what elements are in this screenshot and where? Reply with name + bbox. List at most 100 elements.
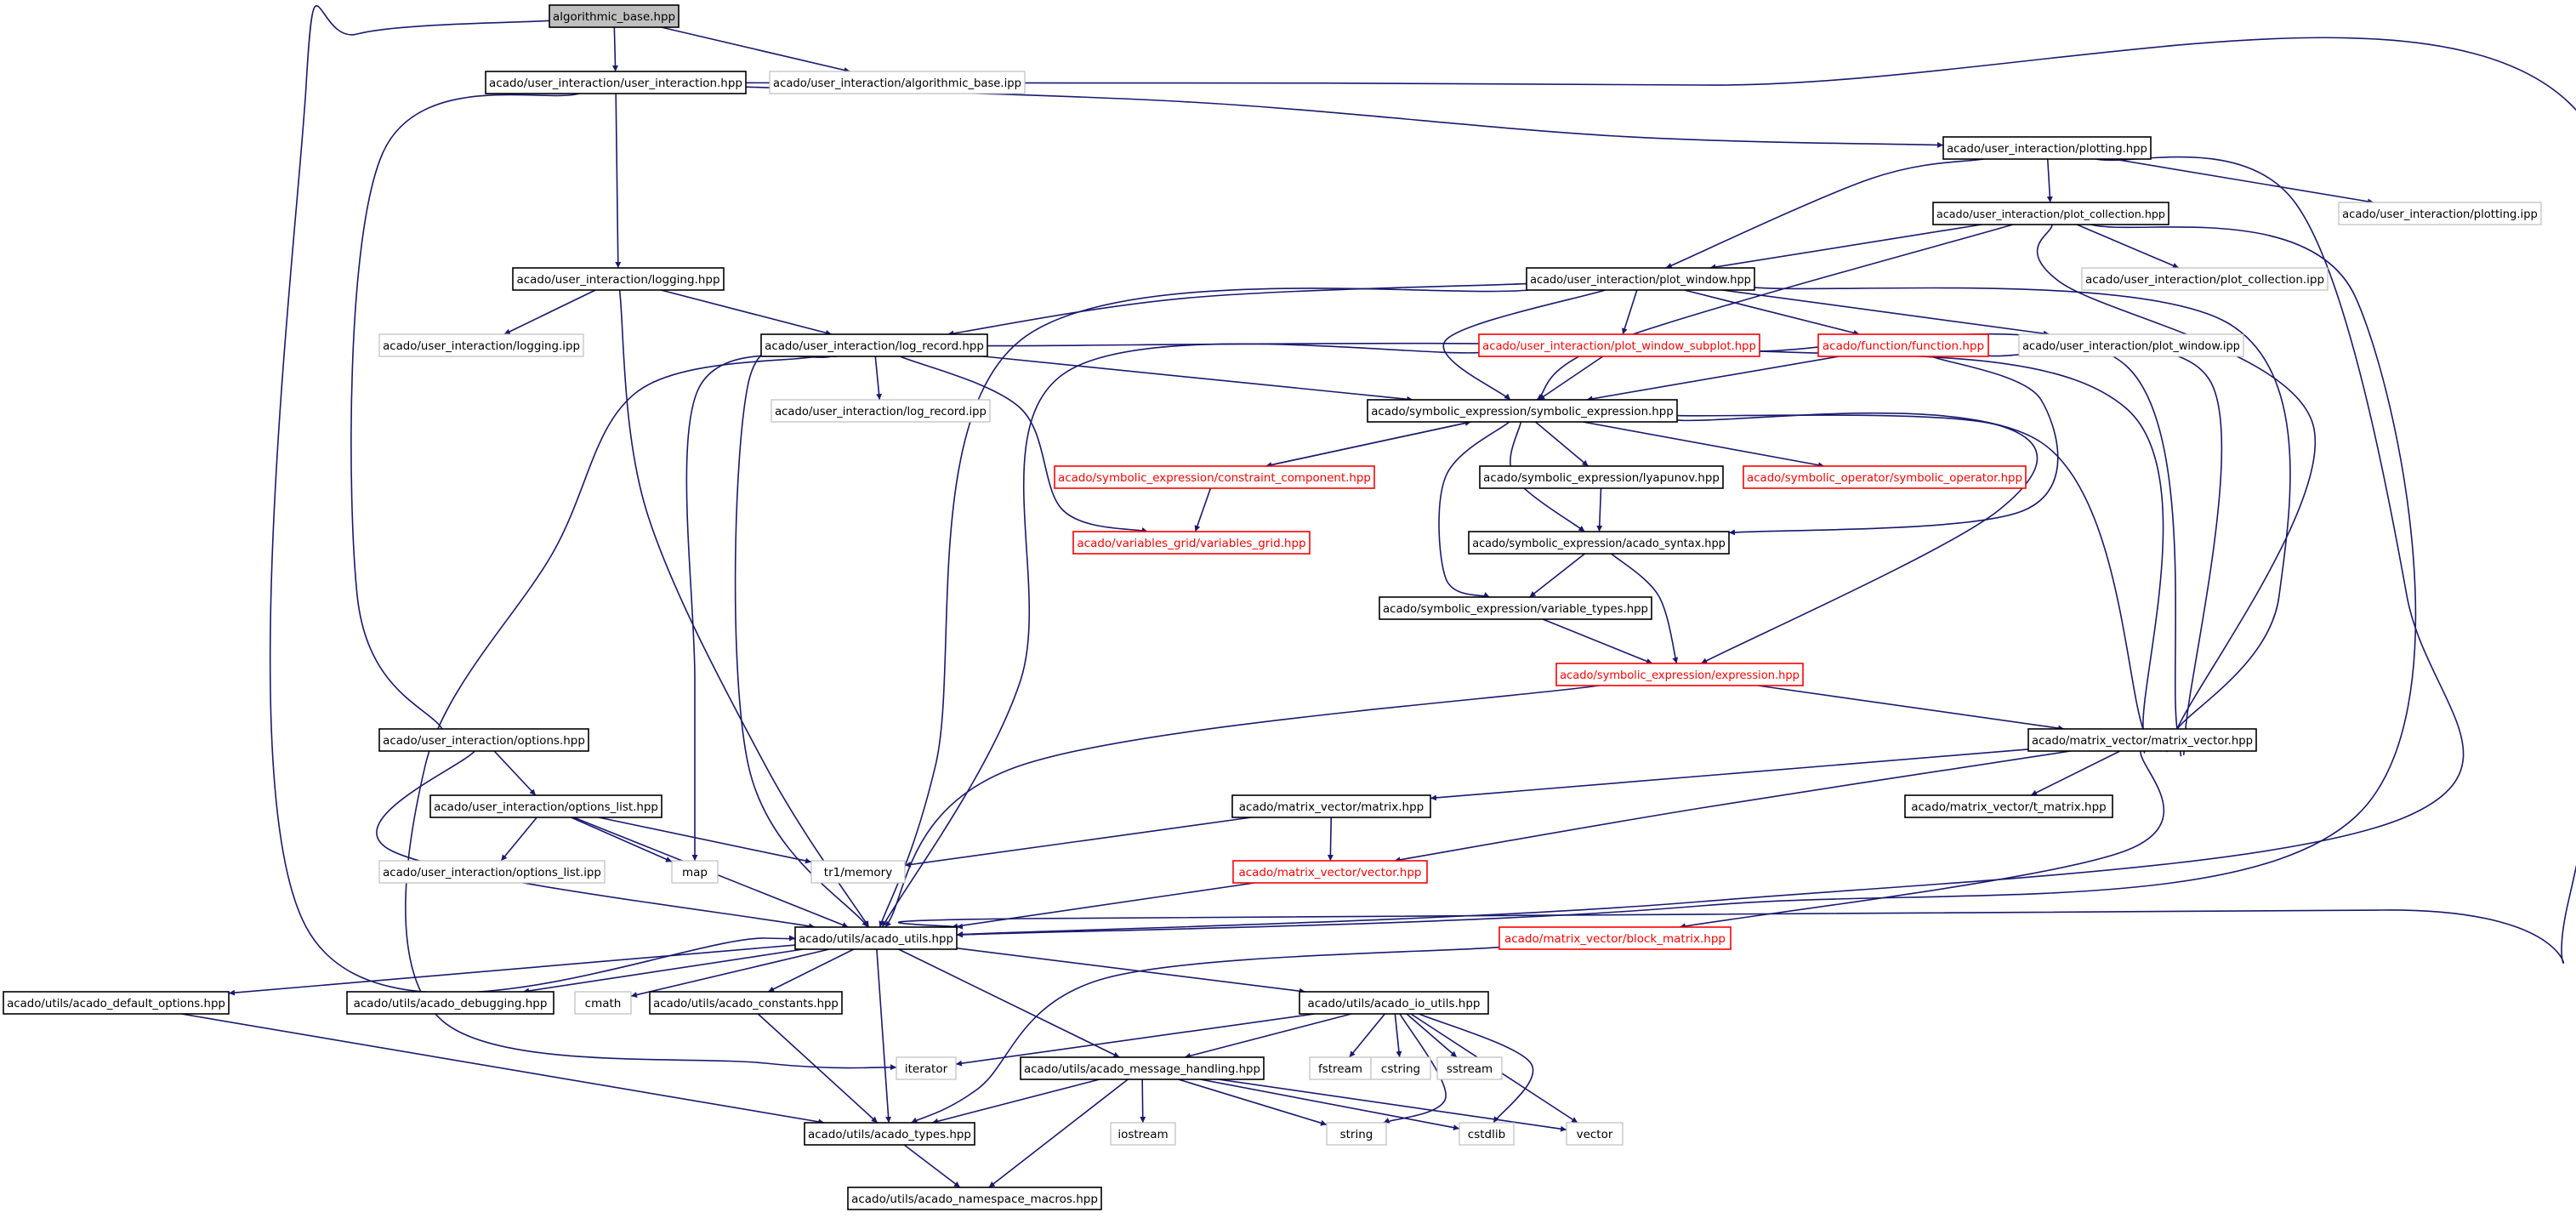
- edge-plotting_hpp-to-acado_utils_hpp: [956, 156, 2465, 937]
- node-label: acado/symbolic_operator/symbolic_operato…: [1747, 472, 2022, 485]
- edge-symbolic_expression_hpp-to-expression_hpp: [1676, 414, 2039, 664]
- node-symbolic_expression_hpp[interactable]: acado/symbolic_expression/symbolic_expre…: [1367, 399, 1678, 423]
- node-label: acado/utils/acado_default_options.hpp: [7, 998, 225, 1010]
- node-matrix_hpp[interactable]: acado/matrix_vector/matrix.hpp: [1231, 794, 1431, 818]
- node-acado_message_handling_hpp[interactable]: acado/utils/acado_message_handling.hpp: [1020, 1056, 1265, 1080]
- node-box: [512, 267, 725, 291]
- edge-acado_io_utils_hpp-to-cstdlib: [1419, 1013, 1534, 1124]
- edge-matrix_hpp-to-vector_hpp: [1327, 817, 1333, 862]
- node-acado_utils_hpp[interactable]: acado/utils/acado_utils.hpp: [794, 926, 958, 950]
- edge-algorithmic_base_hpp-to-user_interaction_hpp: [611, 26, 618, 72]
- node-box: [1459, 1122, 1515, 1146]
- node-box: [769, 71, 1026, 94]
- node-variable_types_hpp[interactable]: acado/symbolic_expression/variable_types…: [1379, 596, 1652, 620]
- node-block_matrix_hpp[interactable]: acado/matrix_vector/block_matrix.hpp: [1498, 926, 1732, 950]
- node-label: acado/matrix_vector/matrix_vector.hpp: [2032, 735, 2253, 748]
- edge-log_record_hpp-to-iterator: [405, 356, 897, 1071]
- node-label: acado/matrix_vector/block_matrix.hpp: [1504, 932, 1726, 946]
- edge-acado_utils_hpp-to-acado_default_options_hpp: [228, 944, 796, 996]
- node-acado_syntax_hpp[interactable]: acado/symbolic_expression/acado_syntax.h…: [1468, 531, 1730, 555]
- node-lyapunov_hpp[interactable]: acado/symbolic_expression/lyapunov.hpp: [1479, 465, 1724, 489]
- node-box: [1817, 333, 1989, 357]
- edge-symbolic_expression_hpp-to-symbolic_operator_hpp: [1582, 421, 1825, 469]
- node-user_interaction_hpp[interactable]: acado/user_interaction/user_interaction.…: [485, 71, 747, 94]
- node-label: fstream: [1318, 1062, 1362, 1076]
- node-label: iterator: [905, 1062, 948, 1076]
- node-label: acado/matrix_vector/vector.hpp: [1238, 866, 1421, 879]
- edge-plot_window_hpp-to-symbolic_expression_hpp: [1442, 289, 1606, 401]
- node-label: vector: [1577, 1128, 1613, 1141]
- edge-algorithmic_base_hpp-to-algorithmic_base_ipp: [661, 26, 850, 73]
- node-plotting_hpp[interactable]: acado/user_interaction/plotting.hpp: [1942, 136, 2152, 160]
- node-fstream: fstream: [1309, 1056, 1372, 1080]
- node-cstring: cstring: [1370, 1056, 1431, 1080]
- node-variables_grid_hpp[interactable]: acado/variables_grid/variables_grid.hpp: [1072, 531, 1311, 555]
- edge-constraint_component_hpp-to-symbolic_expression_hpp: [1265, 420, 1471, 467]
- node-box: [2018, 333, 2244, 357]
- edge-expression_hpp-to-matrix_vector_hpp: [1757, 685, 2065, 731]
- node-box: [1566, 1122, 1624, 1146]
- node-vector: vector: [1566, 1122, 1624, 1146]
- node-function_hpp[interactable]: acado/function/function.hpp: [1817, 333, 1989, 357]
- node-constraint_component_hpp[interactable]: acado/symbolic_expression/constraint_com…: [1054, 465, 1375, 489]
- edge-acado_io_utils_hpp-to-acado_message_handling_hpp: [1184, 1013, 1352, 1059]
- edge-expression_hpp-to-acado_utils_hpp: [884, 685, 1600, 928]
- edge-algorithmic_base_hpp-to-acado_utils_hpp: [269, 5, 810, 994]
- node-label: acado/utils/acado_utils.hpp: [799, 933, 953, 946]
- node-logging_hpp[interactable]: acado/user_interaction/logging.hpp: [512, 267, 725, 291]
- node-label: sstream: [1447, 1062, 1493, 1076]
- edge-logging_hpp-to-log_record_hpp: [660, 289, 833, 336]
- edge-matrix_vector_hpp-to-t_matrix_hpp: [2030, 750, 2121, 796]
- node-label: acado/user_interaction/log_record.hpp: [765, 340, 984, 353]
- node-box: [378, 333, 584, 357]
- node-plot_window_ipp: acado/user_interaction/plot_window.ipp: [2018, 333, 2244, 357]
- node-iterator: iterator: [896, 1056, 957, 1080]
- node-acado_debugging_hpp[interactable]: acado/utils/acado_debugging.hpp: [346, 991, 554, 1015]
- node-t_matrix_hpp[interactable]: acado/matrix_vector/t_matrix.hpp: [1904, 794, 2113, 818]
- edge-acado_io_utils_hpp-to-cstring: [1394, 1013, 1402, 1058]
- edge-plot_window_hpp-to-plot_window_subplot_hpp: [1621, 289, 1638, 335]
- node-options_list_hpp[interactable]: acado/user_interaction/options_list.hpp: [429, 794, 662, 818]
- node-label: acado/utils/acado_namespace_macros.hpp: [851, 1192, 1098, 1206]
- node-plot_window_hpp[interactable]: acado/user_interaction/plot_window.hpp: [1526, 267, 1755, 291]
- node-options_list_ipp: acado/user_interaction/options_list.ipp: [378, 860, 606, 884]
- node-options_hpp[interactable]: acado/user_interaction/options.hpp: [378, 728, 589, 752]
- edge-acado_message_handling_hpp-to-vector: [1218, 1079, 1567, 1132]
- node-string: string: [1326, 1122, 1387, 1146]
- node-matrix_vector_hpp[interactable]: acado/matrix_vector/matrix_vector.hpp: [2027, 728, 2257, 752]
- node-symbolic_operator_hpp[interactable]: acado/symbolic_operator/symbolic_operato…: [1743, 465, 2027, 489]
- node-plot_window_subplot_hpp[interactable]: acado/user_interaction/plot_window_subpl…: [1478, 333, 1760, 357]
- node-acado_default_options_hpp[interactable]: acado/utils/acado_default_options.hpp: [3, 991, 230, 1015]
- edge-options_list_hpp-to-options_list_ipp: [500, 817, 537, 862]
- node-label: acado/utils/acado_message_handling.hpp: [1024, 1063, 1260, 1076]
- node-acado_namespace_macros_hpp[interactable]: acado/utils/acado_namespace_macros.hpp: [847, 1187, 1102, 1210]
- edge-function_hpp-to-symbolic_expression_hpp: [1586, 356, 1840, 402]
- node-label: acado/symbolic_expression/constraint_com…: [1058, 472, 1371, 485]
- node-box: [649, 991, 843, 1015]
- node-label: acado/user_interaction/plot_window.hpp: [1530, 274, 1751, 287]
- node-plot_collection_hpp[interactable]: acado/user_interaction/plot_collection.h…: [1932, 202, 2169, 225]
- node-box: [2027, 728, 2257, 752]
- node-box: [1110, 1122, 1176, 1146]
- node-log_record_hpp[interactable]: acado/user_interaction/log_record.hpp: [760, 333, 988, 357]
- edge-matrix_hpp-to-tr1_memory: [904, 817, 1252, 868]
- node-box: [1526, 267, 1755, 291]
- edge-plot_collection_hpp-to-acado_utils_hpp: [956, 224, 2417, 938]
- node-acado_types_hpp[interactable]: acado/utils/acado_types.hpp: [804, 1122, 975, 1146]
- edge-acado_utils_hpp-to-cmath: [630, 948, 830, 998]
- node-box: [1478, 333, 1760, 357]
- edge-matrix_vector_hpp-to-block_matrix_hpp: [1679, 750, 2165, 930]
- node-expression_hpp[interactable]: acado/symbolic_expression/expression.hpp: [1555, 663, 1804, 686]
- node-label: acado/variables_grid/variables_grid.hpp: [1077, 537, 1305, 550]
- node-logging_ipp: acado/user_interaction/logging.ipp: [378, 333, 584, 357]
- node-label: acado/utils/acado_types.hpp: [808, 1129, 971, 1141]
- node-algorithmic_base_hpp[interactable]: algorithmic_base.hpp: [549, 4, 680, 28]
- node-label: acado/symbolic_expression/acado_syntax.h…: [1472, 538, 1726, 550]
- node-acado_constants_hpp[interactable]: acado/utils/acado_constants.hpp: [649, 991, 843, 1015]
- node-plotting_ipp: acado/user_interaction/plotting.ipp: [2338, 202, 2542, 225]
- node-label: string: [1340, 1128, 1373, 1141]
- node-vector_hpp[interactable]: acado/matrix_vector/vector.hpp: [1232, 860, 1428, 884]
- node-acado_io_utils_hpp[interactable]: acado/utils/acado_io_utils.hpp: [1299, 991, 1489, 1015]
- edge-acado_utils_hpp-to-acado_types_hpp: [876, 948, 892, 1124]
- node-label: acado/user_interaction/logging.ipp: [383, 340, 580, 353]
